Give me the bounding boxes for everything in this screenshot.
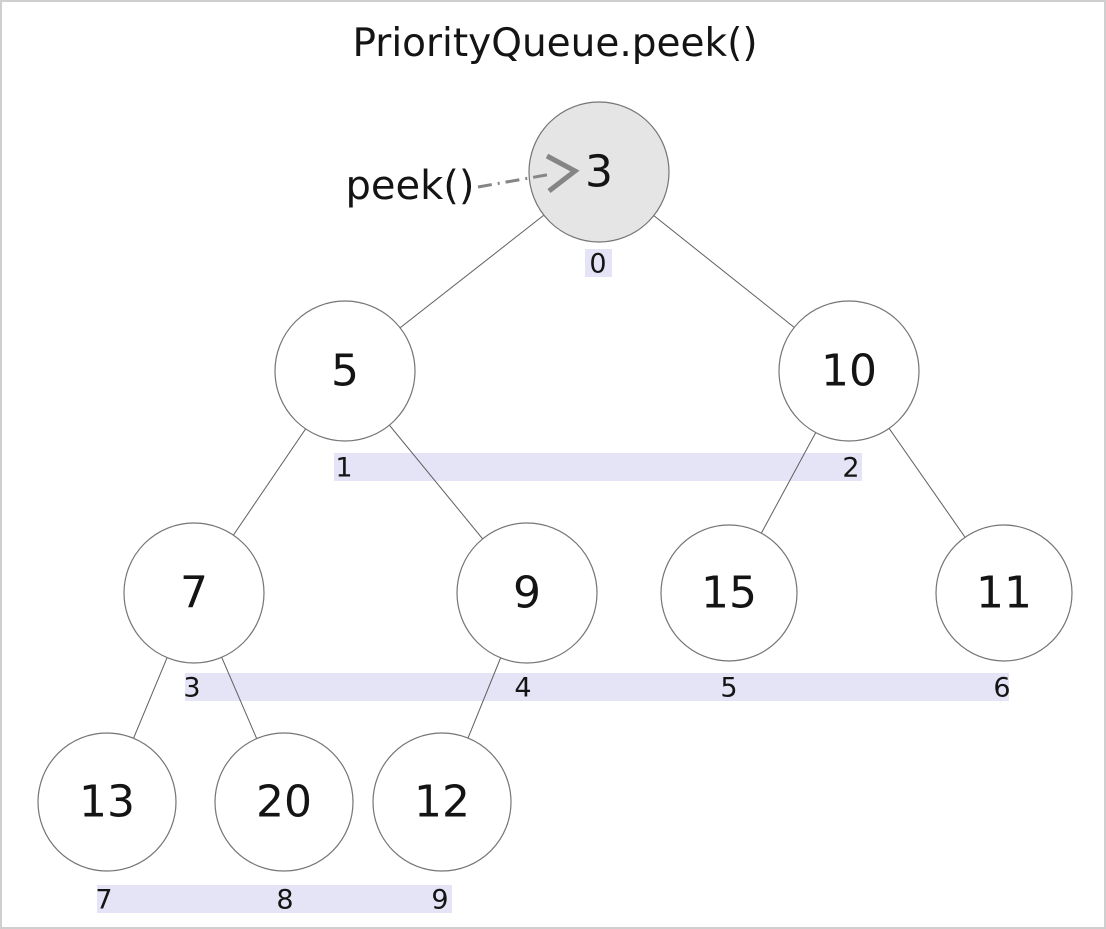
node-value: 3	[585, 147, 613, 198]
index-label: 1	[335, 453, 352, 484]
index-band-level-0	[585, 249, 612, 277]
node-value: 12	[414, 777, 470, 828]
node-circle	[274, 300, 416, 442]
index-label: 8	[276, 885, 293, 916]
peek-arrow-line	[477, 172, 553, 189]
node-value: 15	[701, 568, 757, 619]
node-circle	[214, 732, 354, 872]
node-circle	[37, 732, 177, 872]
node-circle	[778, 300, 920, 442]
index-band-level-2	[185, 673, 1009, 701]
node-circle	[372, 732, 512, 872]
node-circle-root	[528, 101, 670, 243]
index-band-level-1	[334, 453, 862, 481]
node-value: 5	[331, 346, 359, 397]
node-value: 9	[513, 568, 541, 619]
diagram-title: PriorityQueue.peek()	[352, 21, 757, 66]
node-value: 11	[976, 568, 1032, 619]
index-label: 4	[514, 673, 531, 704]
index-label: 3	[183, 673, 200, 704]
node-circle	[123, 522, 265, 664]
index-label: 2	[842, 453, 859, 484]
index-label: 6	[993, 673, 1010, 704]
node-circle	[935, 524, 1073, 662]
peek-arrowhead-icon	[545, 153, 580, 193]
node-value: 20	[256, 777, 312, 828]
node-value: 13	[79, 777, 135, 828]
index-label: 0	[589, 249, 606, 280]
index-label: 5	[720, 673, 737, 704]
node-circle	[660, 524, 798, 662]
node-value: 7	[180, 568, 208, 619]
index-band-level-3	[97, 885, 452, 913]
index-label: 9	[431, 885, 448, 916]
peek-label: peek()	[346, 163, 475, 209]
node-value: 10	[821, 346, 877, 397]
index-label: 7	[95, 885, 112, 916]
node-circle	[456, 522, 598, 664]
